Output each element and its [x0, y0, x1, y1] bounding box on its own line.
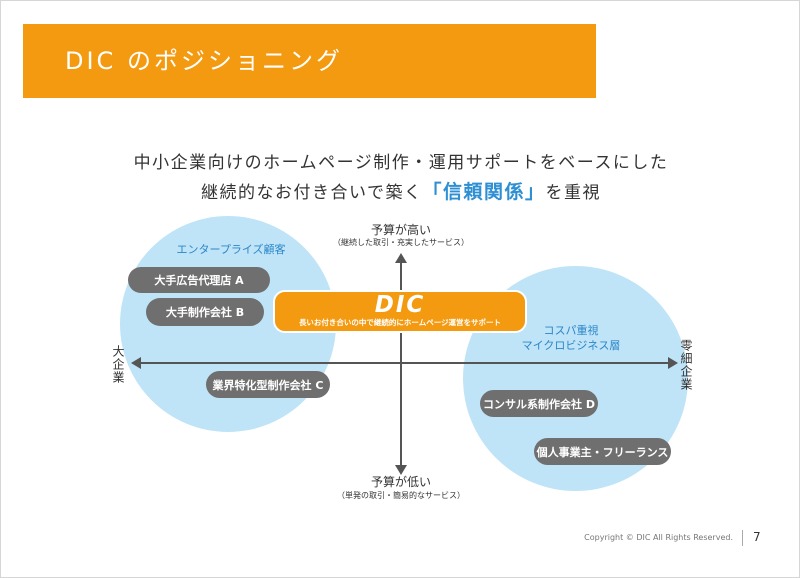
competitor-e: 個人事業主・フリーランス	[534, 438, 671, 465]
dic-tagline: 長いお付き合いの中で継続的にホームページ運営をサポート	[298, 318, 502, 327]
axis-left-label: 大企業	[111, 345, 125, 384]
axis-bottom-sublabel: （単発の取引・簡易的なサービス）	[337, 491, 465, 500]
footer-divider	[742, 530, 743, 546]
horizontal-axis	[138, 362, 670, 364]
arrow-down-icon	[395, 465, 407, 475]
axis-top-label: 予算が高い	[370, 223, 431, 237]
arrow-right-icon	[668, 357, 678, 369]
copyright: Copyright © DIC All Rights Reserved.	[584, 533, 733, 542]
lead-line-2: 継続的なお付き合いで築く「信頼関係」を重視	[1, 177, 800, 204]
page-number: 7	[753, 530, 761, 544]
arrow-up-icon	[395, 253, 407, 263]
axis-top-sublabel: （継続した取引・充実したサービス）	[333, 238, 469, 247]
arrow-left-icon	[131, 357, 141, 369]
lead-line-2-suffix: を重視	[545, 183, 601, 203]
lead-line-2-prefix: 継続的なお付き合いで築く	[200, 183, 423, 203]
micro-business-label: マイクロビジネス層	[521, 339, 621, 352]
page-title: DIC のポジショニング	[65, 47, 343, 75]
axis-bottom-label: 予算が低い	[370, 475, 431, 489]
competitor-c: 業界特化型制作会社 C	[206, 371, 330, 398]
axis-right-label: 零細企業	[679, 339, 693, 391]
vertical-axis	[400, 261, 402, 467]
dic-position-box: DIC 長いお付き合いの中で継続的にホームページ運営をサポート	[273, 290, 527, 333]
competitor-a: 大手広告代理店 A	[128, 267, 270, 293]
cospa-label: コスパ重視	[543, 324, 599, 337]
lead-highlight: 「信頼関係」	[422, 181, 546, 203]
enterprise-label: エンタープライズ顧客	[176, 243, 286, 256]
competitor-d: コンサル系制作会社 D	[480, 390, 598, 417]
header-bar	[23, 24, 596, 98]
dic-logo: DIC	[374, 292, 426, 318]
competitor-b: 大手制作会社 B	[146, 298, 264, 326]
lead-line-1: 中小企業向けのホームページ制作・運用サポートをベースにした	[133, 153, 669, 173]
